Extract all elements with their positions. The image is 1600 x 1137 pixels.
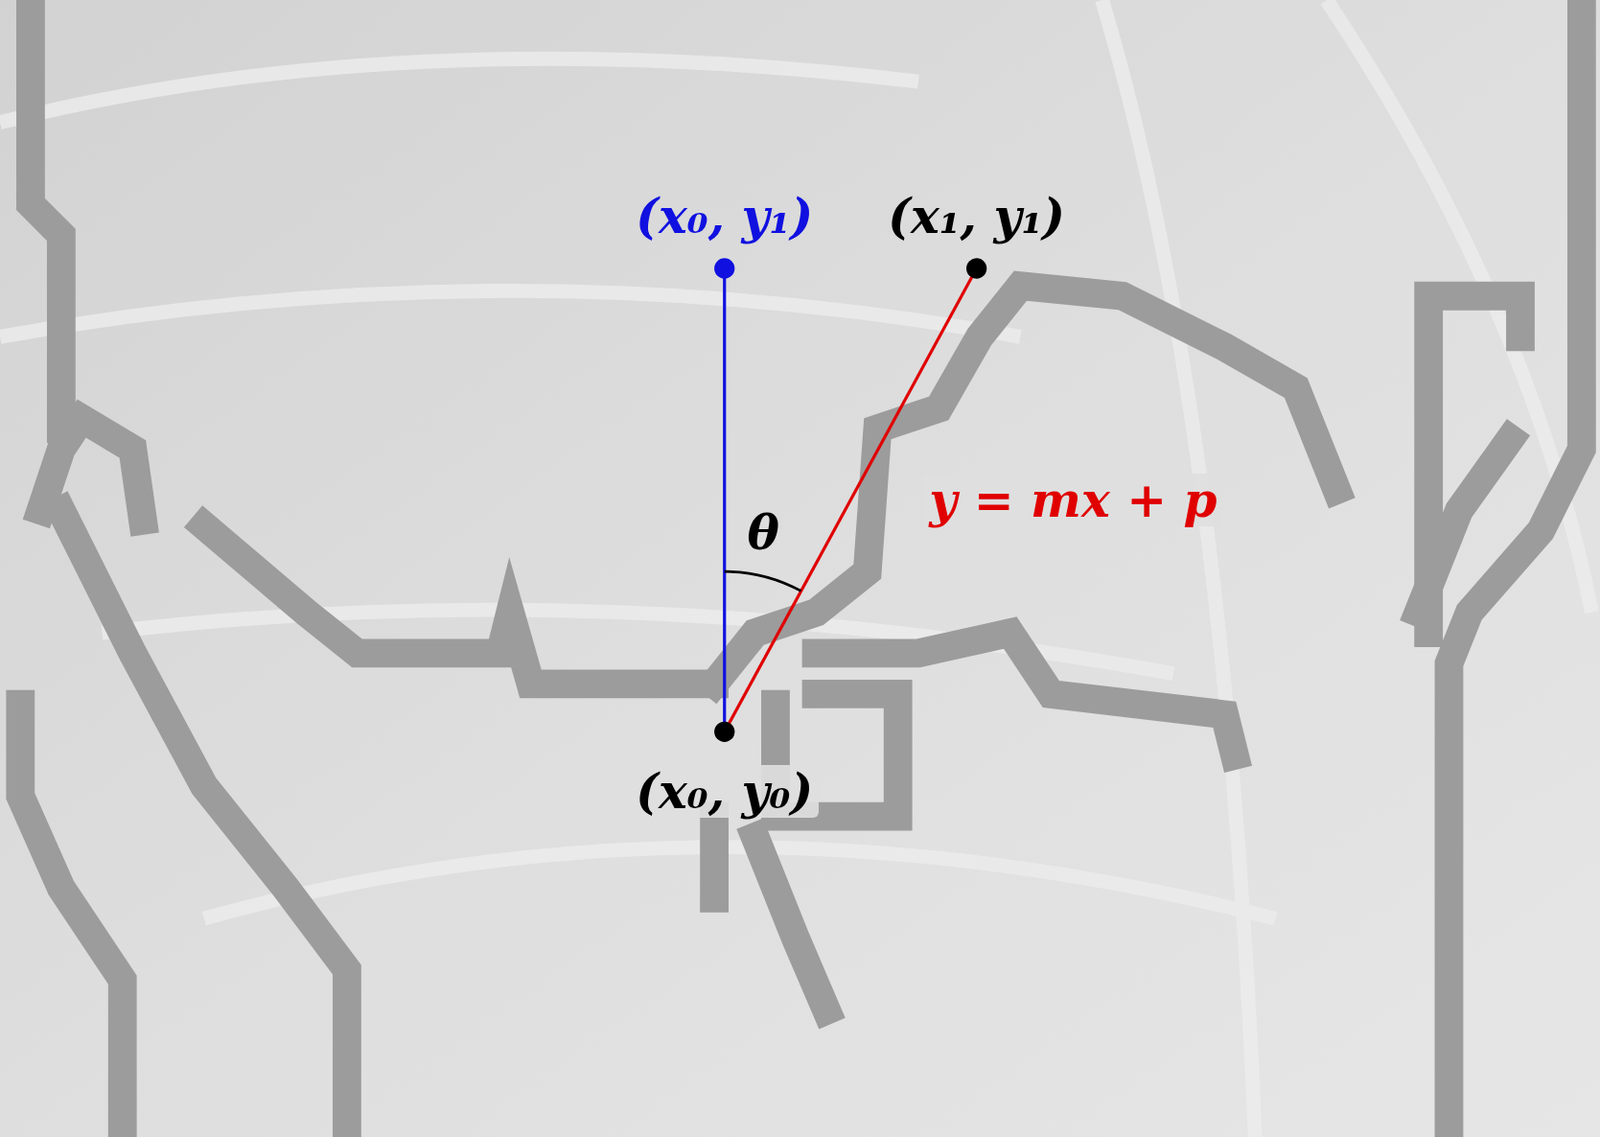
point-dot: [714, 721, 735, 743]
point-label: (x₀, y₀): [629, 765, 819, 818]
point-dot: [966, 257, 987, 279]
vertical-line: [722, 268, 726, 732]
angle-arc: [724, 571, 802, 591]
point-label: (x₁, y₁): [881, 189, 1071, 243]
angle-label: θ: [742, 506, 786, 559]
point-dot: [714, 257, 735, 279]
equation-label: y = mx + p: [923, 473, 1223, 527]
point-label: (x₀, y₁): [629, 189, 819, 243]
skeleton-lines: [20, 0, 1582, 1137]
